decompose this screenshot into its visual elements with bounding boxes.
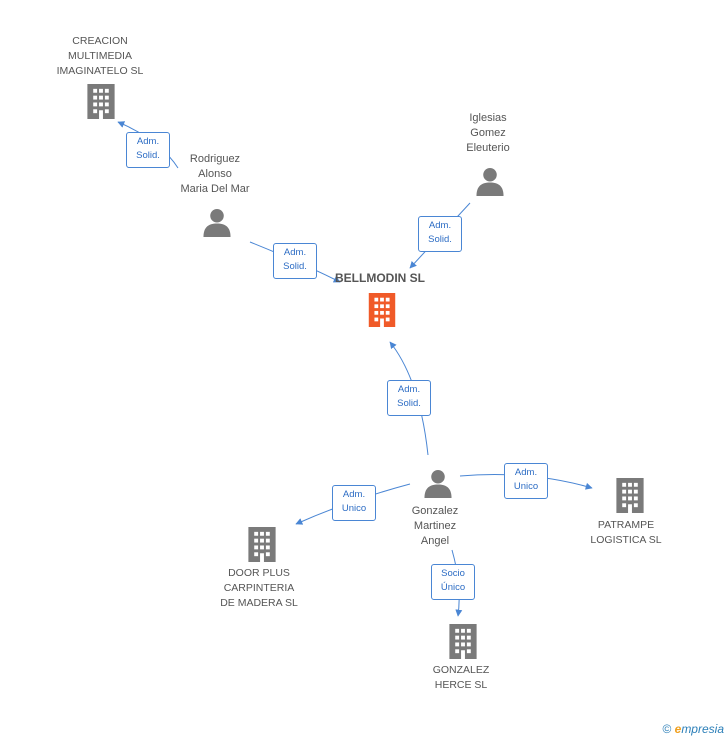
- edge-role-line: Solid.: [428, 234, 452, 245]
- edge-label-rodriguez-creacion[interactable]: Adm. Solid.: [126, 132, 170, 168]
- node-label-herce[interactable]: GONZALEZ HERCE SL: [401, 663, 521, 693]
- edge-role-line: Socio: [441, 568, 465, 579]
- building-icon[interactable]: [616, 478, 644, 513]
- label-line: Martinez: [413, 520, 457, 532]
- edge-label-gonzalez-patrampe[interactable]: Adm. Unico: [504, 463, 548, 499]
- label-line: GONZALEZ: [432, 664, 490, 676]
- edge-role-line: Adm.: [514, 467, 538, 478]
- edge-role-line: Adm.: [428, 220, 452, 231]
- copyright-symbol: ©: [662, 722, 672, 736]
- edge-role-line: Adm.: [342, 489, 366, 500]
- person-icon[interactable]: [203, 208, 231, 237]
- edge-label-gonzalez-herce[interactable]: Socio Único: [431, 564, 475, 600]
- node-label-patrampe[interactable]: PATRAMPE LOGISTICA SL: [566, 518, 686, 548]
- building-icon[interactable]: [449, 624, 477, 659]
- label-line: Maria Del Mar: [180, 183, 250, 195]
- edge-role-line: Unico: [513, 481, 539, 492]
- edge-role-line: Solid.: [136, 150, 160, 161]
- label-line: Gomez: [470, 127, 506, 139]
- label-line: CARPINTERIA: [223, 582, 295, 594]
- footer-brand[interactable]: © empresia: [662, 722, 724, 736]
- label-line: DE MADERA SL: [220, 597, 298, 609]
- node-label-center[interactable]: BELLMODIN SL: [320, 271, 440, 286]
- label-line: Angel: [420, 535, 450, 547]
- edge-role-line: Único: [440, 582, 466, 593]
- person-icon[interactable]: [424, 469, 452, 498]
- node-label-creacion[interactable]: CREACION MULTIMEDIA IMAGINATELO SL: [40, 34, 160, 79]
- building-icon[interactable]: [87, 84, 115, 119]
- label-line: Iglesias: [469, 112, 507, 124]
- node-label-iglesias[interactable]: Iglesias Gomez Eleuterio: [428, 111, 548, 156]
- edge-role-line: Unico: [341, 503, 367, 514]
- building-icon[interactable]: [248, 527, 276, 562]
- label-line: Eleuterio: [466, 142, 510, 154]
- edge-role-line: Adm.: [136, 136, 160, 147]
- label-line: IMAGINATELO SL: [56, 65, 144, 77]
- edge-role-line: Solid.: [283, 261, 307, 272]
- label-line: LOGISTICA SL: [590, 534, 662, 546]
- center-label: BELLMODIN SL: [335, 271, 425, 285]
- edge-label-gonzalez-center[interactable]: Adm. Solid.: [387, 380, 431, 416]
- edge-role-line: Solid.: [397, 398, 421, 409]
- label-line: HERCE SL: [434, 679, 488, 691]
- edge-role-line: Adm.: [283, 247, 307, 258]
- node-label-gonzalez[interactable]: Gonzalez Martinez Angel: [375, 504, 495, 549]
- label-line: DOOR PLUS: [228, 567, 290, 579]
- edge-role-line: Adm.: [397, 384, 421, 395]
- edge-label-gonzalez-doorplus[interactable]: Adm. Unico: [332, 485, 376, 521]
- node-label-doorplus[interactable]: DOOR PLUS CARPINTERIA DE MADERA SL: [199, 566, 319, 611]
- person-icon[interactable]: [476, 167, 504, 196]
- building-icon[interactable]: [368, 293, 396, 327]
- label-line: PATRAMPE: [597, 519, 655, 531]
- label-line: MULTIMEDIA: [68, 50, 132, 62]
- node-label-rodriguez[interactable]: Rodriguez Alonso Maria Del Mar: [155, 152, 275, 197]
- edge-label-rodriguez-center[interactable]: Adm. Solid.: [273, 243, 317, 279]
- label-line: Gonzalez: [411, 505, 459, 517]
- brand-name: mpresia: [681, 722, 724, 736]
- edge-label-iglesias-center[interactable]: Adm. Solid.: [418, 216, 462, 252]
- brand-logo-e: e: [674, 722, 682, 736]
- label-line: Rodriguez: [189, 153, 241, 165]
- label-line: Alonso: [198, 168, 232, 180]
- label-line: CREACION: [72, 35, 128, 47]
